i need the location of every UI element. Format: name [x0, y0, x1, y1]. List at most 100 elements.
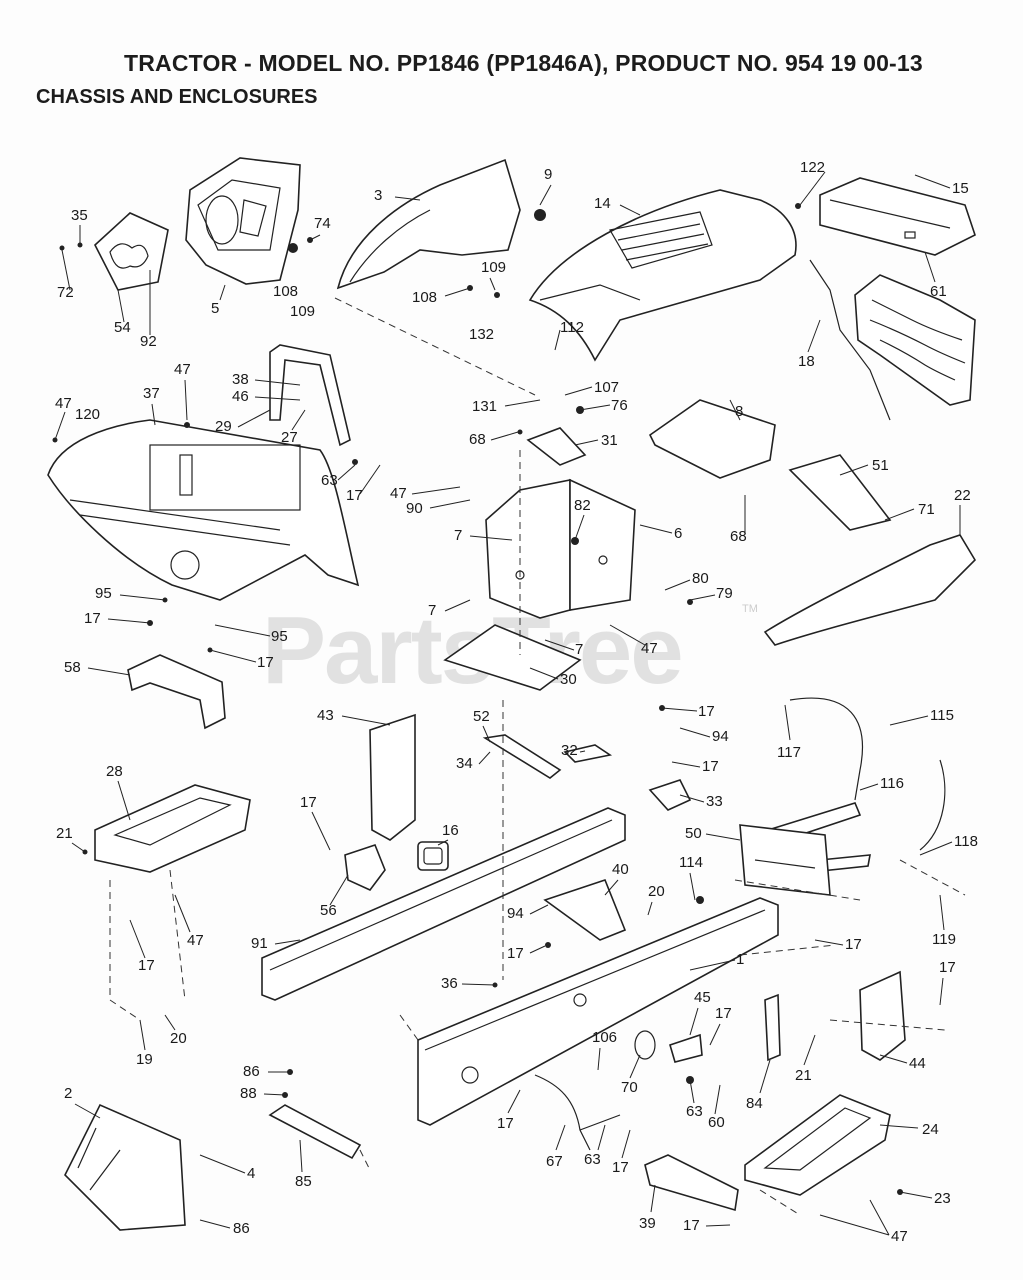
callout-23: 23 [934, 1190, 951, 1207]
part-1-frame-rail [417, 897, 779, 1126]
callout-46: 46 [232, 388, 249, 405]
callout-61: 61 [930, 283, 947, 300]
leader-lines [54, 171, 961, 1236]
callout-40: 40 [612, 861, 629, 878]
callout-6: 6 [674, 525, 682, 542]
callout-132: 132 [469, 326, 494, 343]
callout-74: 74 [314, 215, 331, 232]
callout-47f: 47 [891, 1228, 908, 1245]
callout-115: 115 [930, 707, 954, 724]
watermark-tm: TM [742, 603, 758, 615]
callout-18: 18 [798, 353, 815, 370]
callout-3: 3 [374, 187, 382, 204]
callout-70: 70 [621, 1079, 638, 1096]
callout-54: 54 [114, 319, 131, 336]
callout-17n: 17 [683, 1217, 700, 1234]
callout-67: 67 [546, 1153, 563, 1170]
callout-7c: 7 [575, 641, 583, 658]
callout-68a: 68 [469, 431, 486, 448]
fasteners [52, 203, 903, 1195]
callout-47c: 47 [390, 485, 407, 502]
callout-17k: 17 [715, 1005, 732, 1022]
callout-90: 90 [406, 500, 423, 517]
part-43-bracket [369, 713, 416, 841]
part-32-plate [563, 744, 613, 763]
callout-17m: 17 [612, 1159, 629, 1176]
callout-95b: 95 [271, 628, 288, 645]
callout-17d: 17 [698, 703, 715, 720]
callout-28: 28 [106, 763, 123, 780]
callout-17j: 17 [138, 957, 155, 974]
part-3-side-panel [336, 158, 521, 290]
callout-43: 43 [317, 707, 334, 724]
callout-94a: 94 [712, 728, 729, 745]
callout-32: 32 [561, 742, 578, 759]
callout-9: 9 [544, 166, 552, 183]
callout-17a: 17 [346, 487, 363, 504]
callout-16: 16 [442, 822, 459, 839]
part-84-bracket [764, 993, 781, 1062]
callout-21a: 21 [56, 825, 73, 842]
callout-8: 8 [735, 403, 743, 420]
callout-72: 72 [57, 284, 74, 301]
part-37-rear-fender [47, 419, 360, 601]
part-22-nose-panel [763, 534, 977, 646]
callout-95a: 95 [95, 585, 112, 602]
callout-37: 37 [143, 385, 160, 402]
callout-131: 131 [472, 398, 497, 415]
callout-51: 51 [872, 457, 889, 474]
callout-29: 29 [215, 418, 232, 435]
part-15-61-bumper [819, 177, 976, 256]
callout-47a: 47 [174, 361, 191, 378]
callout-94b: 94 [507, 905, 524, 922]
assembly-lines [109, 297, 966, 1216]
part-85-bar [268, 1104, 362, 1160]
callout-108b: 108 [412, 289, 437, 306]
callout-109: 109 [290, 303, 315, 320]
part-40-bracket [543, 879, 627, 941]
callout-112: 112 [560, 319, 584, 336]
callout-30: 30 [560, 671, 577, 688]
callout-122: 122 [800, 159, 825, 176]
part-16-grommet [417, 841, 449, 871]
callout-39: 39 [639, 1215, 656, 1232]
callout-91: 91 [251, 935, 268, 952]
part-2-front-plate [64, 1103, 186, 1231]
part-58-bracket [127, 654, 226, 730]
callout-4: 4 [247, 1165, 255, 1182]
callout-85: 85 [295, 1173, 312, 1190]
callout-17f: 17 [300, 794, 317, 811]
callout-47e: 47 [187, 932, 204, 949]
callout-118: 118 [954, 833, 978, 850]
callout-86b: 86 [233, 1220, 250, 1237]
callout-17c: 17 [257, 654, 274, 671]
callout-2: 2 [64, 1085, 72, 1102]
callout-35: 35 [71, 207, 88, 224]
part-45-hitch [634, 1030, 703, 1063]
callout-38: 38 [232, 371, 249, 388]
callout-63c: 63 [584, 1151, 601, 1168]
callout-114: 114 [679, 854, 703, 871]
part-5-dash-console [185, 157, 301, 285]
callout-7b: 7 [428, 602, 436, 619]
callout-24: 24 [922, 1121, 939, 1138]
callout-84: 84 [746, 1095, 763, 1112]
part-18-grille [809, 259, 976, 421]
page-subtitle: CHASSIS AND ENCLOSURES [36, 86, 318, 108]
callout-109b: 109 [481, 259, 506, 276]
callout-60: 60 [708, 1114, 725, 1131]
part-callouts: 122 15 3 9 14 35 74 72 5 108 109 54 92 1… [55, 159, 978, 1245]
callout-34: 34 [456, 755, 473, 772]
part-28-footrest [94, 784, 251, 873]
callout-58: 58 [64, 659, 81, 676]
callout-119: 119 [932, 931, 956, 948]
callout-88: 88 [240, 1085, 257, 1102]
callout-20b: 20 [170, 1030, 187, 1047]
callout-80: 80 [692, 570, 709, 587]
callout-17l: 17 [497, 1115, 514, 1132]
callout-45: 45 [694, 989, 711, 1006]
callout-63a: 63 [321, 472, 338, 489]
part-44-bracket [859, 970, 906, 1061]
callout-108: 108 [273, 283, 298, 300]
